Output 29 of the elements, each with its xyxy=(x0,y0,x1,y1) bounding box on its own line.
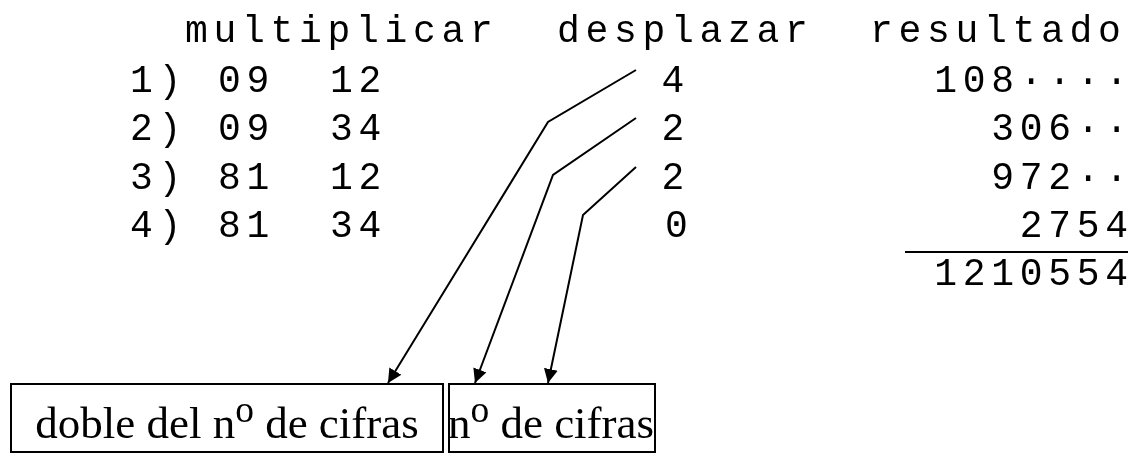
table-text: resultado xyxy=(870,10,1127,54)
table-text: 3) xyxy=(130,157,187,201)
table-text: 306·· xyxy=(991,108,1133,152)
shift-digit: 2 xyxy=(640,108,690,152)
leader-arrow xyxy=(544,166,637,384)
table-text: 34 xyxy=(330,108,387,152)
table-text: 09 xyxy=(218,108,275,152)
table-text: 108···· xyxy=(934,60,1133,104)
table-text: 34 xyxy=(330,205,387,249)
leader-arrow xyxy=(473,117,637,384)
table-text: 972·· xyxy=(991,157,1133,201)
label-box: n$^{o}$ de cifras xyxy=(448,383,656,453)
table-text: 2) xyxy=(130,108,187,152)
table-text: 12 xyxy=(330,157,387,201)
table-text: 81 xyxy=(218,157,275,201)
table-text: 81 xyxy=(218,205,275,249)
table-text: 2754 xyxy=(1019,205,1133,249)
table-text: 0 xyxy=(665,205,694,249)
label-box: doble del n$^{o}$ de cifras xyxy=(10,383,444,453)
leader-arrow xyxy=(387,69,637,384)
table-text: 09 xyxy=(218,60,275,104)
table-text: 1) xyxy=(130,60,187,104)
shift-digit: 2 xyxy=(640,157,690,201)
table-text: multiplicar xyxy=(185,10,499,54)
table-text: 12 xyxy=(330,60,387,104)
table-text: 1210554 xyxy=(934,253,1133,297)
shift-digit: 4 xyxy=(640,60,690,104)
table-text: 4) xyxy=(130,205,187,249)
table-text: desplazar xyxy=(557,10,814,54)
